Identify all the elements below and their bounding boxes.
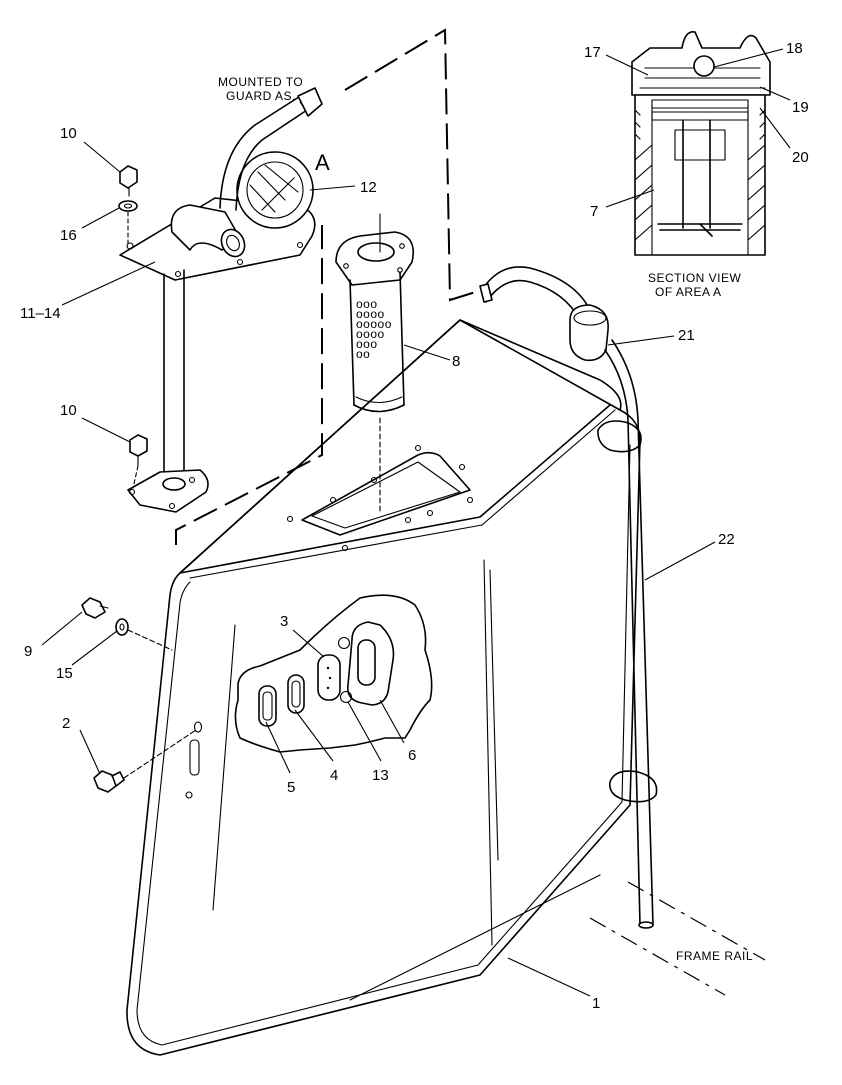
svg-text:ooooo: ooooo [356,317,392,331]
mounted-note-line1: MOUNTED TO [218,75,303,89]
bolt-lower-10 [129,434,148,489]
callout-10-lower: 10 [60,402,77,419]
section-view-a [631,31,771,256]
callout-2: 2 [62,715,70,732]
callout-21: 21 [678,327,695,344]
strainer-8: ooo oooo ooooo oooo ooo oo [335,213,414,515]
callout-20: 20 [792,149,809,166]
svg-text:ooo: ooo [356,337,378,351]
filler-tube-assembly [119,87,323,513]
svg-text:ooo: ooo [356,297,378,311]
callout-18: 18 [786,40,803,57]
callout-13: 13 [372,767,389,784]
callout-6: 6 [408,747,416,764]
callout-1: 1 [592,995,600,1012]
leader-lines [41,48,791,997]
callout-4: 4 [330,767,338,784]
callout-5: 5 [287,779,295,796]
svg-text:oooo: oooo [356,327,385,341]
section-note-line2: OF AREA A [655,285,722,299]
callout-22: 22 [718,531,735,548]
callout-19: 19 [792,99,809,116]
washer-15 [115,618,173,651]
callout-16: 16 [60,227,77,244]
callout-17: 17 [584,44,601,61]
return-line [479,266,658,929]
section-note-line1: SECTION VIEW [648,271,742,285]
svg-text:oooo: oooo [356,307,385,321]
mounted-note-line2: GUARD AS. [226,89,296,103]
strainer-mesh: ooo oooo ooooo oooo ooo oo [356,297,392,361]
callout-7: 7 [590,203,598,220]
callout-12: 12 [360,179,377,196]
callout-3: 3 [280,613,288,630]
callout-8: 8 [452,353,460,370]
washer-16 [118,200,138,247]
frame-rail-label: FRAME RAIL [676,949,753,963]
svg-text:oo: oo [356,347,370,361]
bolt-9 [81,597,109,619]
area-a-marker: A [315,150,330,175]
callout-10-top: 10 [60,125,77,142]
assembly-dashed-lines [175,28,483,545]
bolt-top-10 [119,165,138,197]
bolt-2 [93,729,197,793]
callout-11-14: 11–14 [20,305,61,322]
hydraulic-tank [126,319,641,1056]
callout-9: 9 [24,643,32,660]
sight-gauge-breakout [234,594,433,753]
frame-rail [589,881,766,996]
callout-15: 15 [56,665,73,682]
callout-numbers: 10 16 11–14 12 10 8 17 18 19 20 7 21 22 … [20,40,809,1012]
